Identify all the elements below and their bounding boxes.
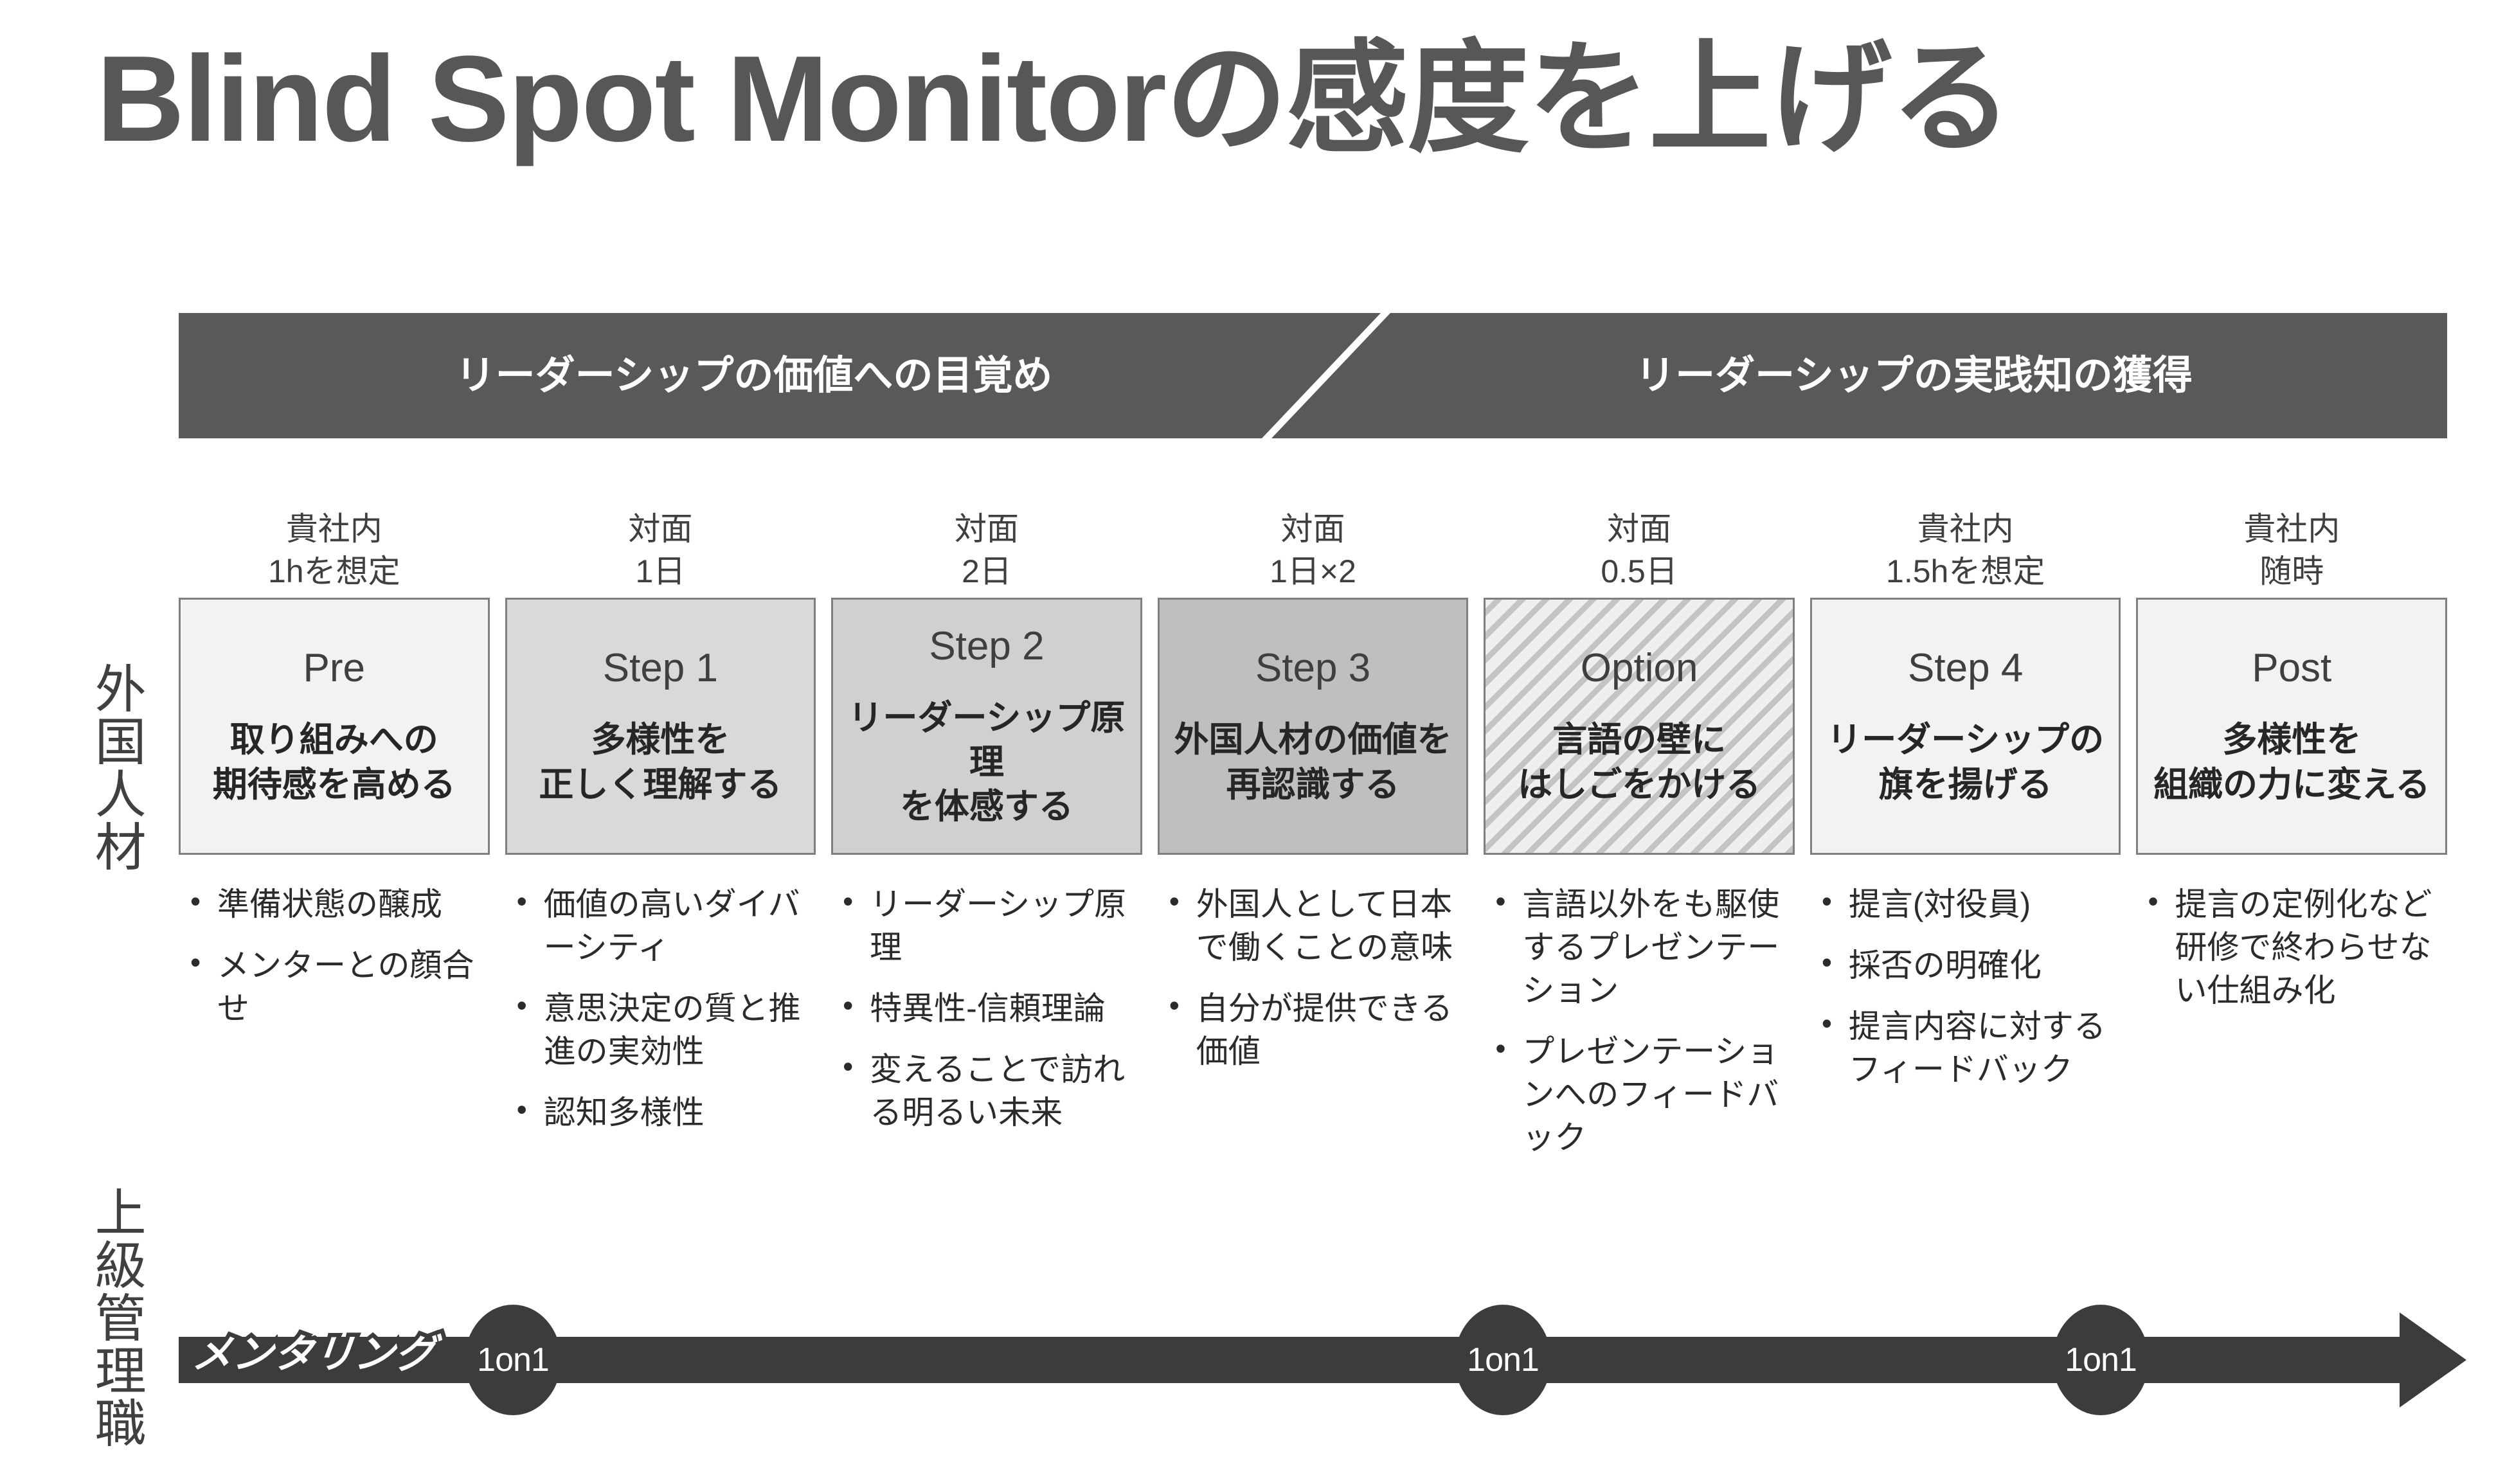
phase-right-label: リーダーシップの実践知の獲得 [1635, 353, 2193, 398]
step-bullets-step1: 価値の高いダイバーシティ 意思決定の質と推進の実効性 認知多様性 [505, 882, 816, 1134]
list-item: 外国人として日本で働くことの意味 [1167, 882, 1465, 969]
column-mode: 貴社内 [1917, 511, 2014, 547]
list-item: 言語以外をも駆使するプレゼンテーション [1493, 882, 1791, 1012]
column-duration: 1.5hを想定 [1886, 553, 2045, 589]
column-duration: 0.5日 [1601, 553, 1678, 589]
step-title: 多様性を 組織の力に変える [2153, 720, 2430, 804]
column-meta-step3: 対面 1日×2 [1158, 508, 1469, 598]
step-kicker: Step 2 [929, 623, 1045, 668]
column-duration: 1hを想定 [267, 553, 400, 589]
step-bullets-pre: 準備状態の醸成 メンターとの顔合せ [179, 882, 490, 1030]
step-title: リーダーシップの 旗を揚げる [1827, 720, 2105, 804]
column-meta-pre: 貴社内 1hを想定 [179, 508, 490, 598]
step-box-step1[interactable]: Step 1 多様性を 正しく理解する [505, 598, 816, 855]
step-kicker: Pre [303, 646, 366, 691]
list-item: 提言の定例化など研修で終わらせない仕組み化 [2145, 882, 2443, 1012]
row-label-senior-management: 上級管理職 [87, 1186, 145, 1449]
step-column-step1: 対面 1日 Step 1 多様性を 正しく理解する 価値の高いダイバーシティ 意… [505, 508, 816, 1247]
milestone-1on1-1[interactable]: 1on1 [465, 1305, 561, 1415]
column-duration: 2日 [962, 553, 1012, 589]
phase-right-chevron [1271, 313, 2447, 438]
milestone-label: 1on1 [2065, 1341, 2137, 1379]
step-kicker: Step 1 [602, 646, 718, 691]
column-mode: 貴社内 [285, 511, 382, 547]
column-duration: 随時 [2259, 553, 2324, 589]
column-mode: 貴社内 [2243, 511, 2340, 547]
column-mode: 対面 [1607, 511, 1672, 547]
list-item: 提言(対役員) [1819, 882, 2117, 926]
list-item: 提言内容に対するフィードバック [1819, 1004, 2117, 1091]
step-box-post[interactable]: Post 多様性を 組織の力に変える [2136, 598, 2448, 855]
step-column-step3: 対面 1日×2 Step 3 外国人材の価値を 再認識する 外国人として日本で働… [1157, 508, 1469, 1247]
step-kicker: Post [2252, 646, 2332, 691]
list-item: 意思決定の質と推進の実効性 [514, 986, 813, 1073]
step-title: 取り組みへの 期待感を高める [212, 720, 456, 804]
phase-left-chevron [179, 313, 1381, 438]
step-box-step4[interactable]: Step 4 リーダーシップの 旗を揚げる [1809, 598, 2121, 855]
column-meta-option: 対面 0.5日 [1484, 508, 1795, 598]
list-item: 採否の明確化 [1819, 943, 2117, 987]
row-label-foreign-talent: 外国人材 [87, 662, 145, 873]
column-mode: 対面 [1280, 511, 1345, 547]
step-kicker: Option [1580, 646, 1698, 691]
list-item: 自分が提供できる価値 [1167, 986, 1465, 1073]
list-item: 準備状態の醸成 [188, 882, 486, 926]
step-bullets-step2: リーダーシップ原理 特異性-信頼理論 変えることで訪れる明るい未来 [831, 882, 1142, 1134]
step-column-step2: 対面 2日 Step 2 リーダーシップ原理 を体感する リーダーシップ原理 特… [831, 508, 1142, 1247]
step-kicker: Step 3 [1255, 646, 1371, 691]
milestone-label: 1on1 [1467, 1341, 1540, 1379]
phase-left-label: リーダーシップの価値への目覚め [455, 353, 1053, 398]
step-columns: 貴社内 1hを想定 Pre 取り組みへの 期待感を高める 準備状態の醸成 メンタ… [179, 508, 2448, 1247]
milestone-label: 1on1 [477, 1341, 550, 1379]
step-bullets-post: 提言の定例化など研修で終わらせない仕組み化 [2136, 882, 2447, 1012]
page-title: Blind Spot Monitorの感度を上げる [96, 31, 2013, 167]
column-meta-step1: 対面 1日 [505, 508, 816, 598]
step-box-option[interactable]: Option 言語の壁に はしごをかける [1484, 598, 1795, 855]
list-item: プレゼンテーションへのフィードバック [1493, 1029, 1791, 1159]
step-title: リーダーシップ原理 を体感する [848, 698, 1126, 827]
arrow-right-icon [2400, 1312, 2466, 1408]
step-bullets-option: 言語以外をも駆使するプレゼンテーション プレゼンテーションへのフィードバック [1484, 882, 1795, 1159]
list-item: 特異性-信頼理論 [840, 986, 1138, 1030]
step-box-step2[interactable]: Step 2 リーダーシップ原理 を体感する [831, 598, 1142, 855]
step-title: 言語の壁に はしごをかける [1518, 720, 1761, 804]
column-duration: 1日×2 [1270, 553, 1356, 589]
mentoring-timeline: 1on1 1on1 1on1 メンタリング [179, 1298, 2493, 1440]
column-mode: 対面 [628, 511, 693, 547]
step-column-pre: 貴社内 1hを想定 Pre 取り組みへの 期待感を高める 準備状態の醸成 メンタ… [179, 508, 490, 1247]
column-meta-step2: 対面 2日 [831, 508, 1142, 598]
list-item: 認知多様性 [514, 1090, 813, 1134]
list-item: メンターとの顔合せ [188, 943, 486, 1030]
step-kicker: Step 4 [1908, 646, 2024, 691]
step-column-post: 貴社内 随時 Post 多様性を 組織の力に変える 提言の定例化など研修で終わら… [2136, 508, 2448, 1247]
step-box-pre[interactable]: Pre 取り組みへの 期待感を高める [179, 598, 490, 855]
step-bullets-step3: 外国人として日本で働くことの意味 自分が提供できる価値 [1158, 882, 1469, 1073]
step-bullets-step4: 提言(対役員) 採否の明確化 提言内容に対するフィードバック [1810, 882, 2121, 1091]
column-mode: 対面 [954, 511, 1019, 547]
phase-banner: リーダーシップの価値への目覚め リーダーシップの実践知の獲得 [179, 313, 2447, 438]
mentoring-track-label: メンタリング [186, 1328, 442, 1381]
milestone-1on1-3[interactable]: 1on1 [2052, 1305, 2149, 1415]
list-item: 価値の高いダイバーシティ [514, 882, 813, 969]
column-duration: 1日 [635, 553, 686, 589]
list-item: リーダーシップ原理 [840, 882, 1138, 969]
column-meta-step4: 貴社内 1.5hを想定 [1810, 508, 2121, 598]
step-title: 外国人材の価値を 再認識する [1174, 720, 1452, 804]
step-column-option: 対面 0.5日 Option 言語の壁に はしごをかける 言語以外をも駆使するプ… [1484, 508, 1795, 1247]
list-item: 変えることで訪れる明るい未来 [840, 1047, 1138, 1134]
step-title: 多様性を 正しく理解する [539, 720, 782, 804]
column-meta-post: 貴社内 随時 [2136, 508, 2447, 598]
step-box-step3[interactable]: Step 3 外国人材の価値を 再認識する [1157, 598, 1469, 855]
step-column-step4: 貴社内 1.5hを想定 Step 4 リーダーシップの 旗を揚げる 提言(対役員… [1809, 508, 2121, 1247]
milestone-1on1-2[interactable]: 1on1 [1455, 1305, 1551, 1415]
